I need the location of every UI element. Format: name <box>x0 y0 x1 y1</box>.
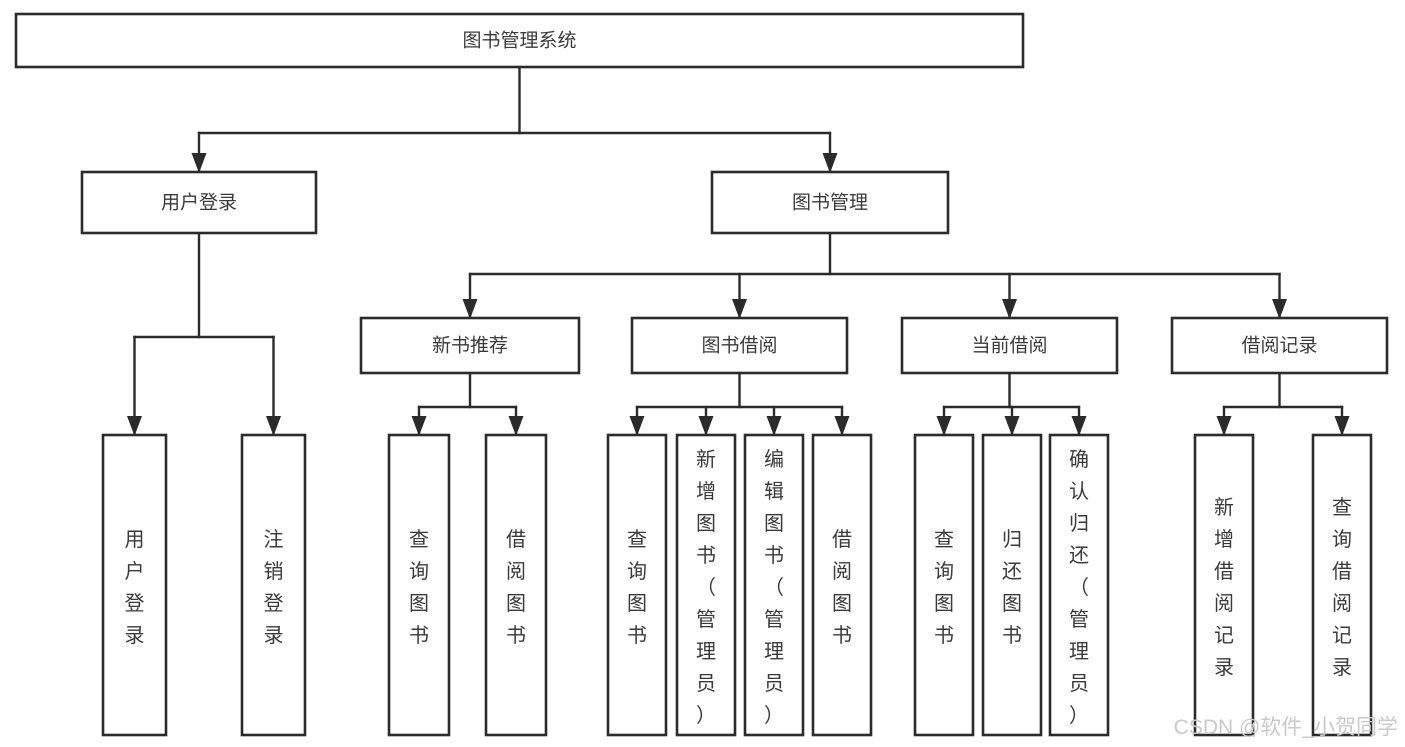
arrow-head-icon <box>936 416 952 436</box>
node-leaf-query-book-1[interactable]: 查询图书 <box>387 433 451 737</box>
node-label-leaf-return-book: 归还图书 <box>1002 528 1022 647</box>
node-leaf-add-book[interactable]: 新增图书（管理员） <box>675 433 737 737</box>
arrow-head-icon <box>1272 299 1287 319</box>
node-leaf-return-book[interactable]: 归还图书 <box>981 433 1043 737</box>
node-book-manage[interactable]: 图书管理 <box>710 170 950 235</box>
node-box-leaf-logout[interactable] <box>240 433 307 737</box>
node-box-leaf-user-login[interactable] <box>101 433 168 737</box>
arrow-head-icon <box>834 416 850 436</box>
node-label-leaf-borrow-book-1: 借阅图书 <box>506 528 526 647</box>
node-leaf-query-record[interactable]: 查询借阅记录 <box>1311 433 1373 737</box>
arrow-head-icon <box>191 153 207 173</box>
node-book-borrow[interactable]: 图书借阅 <box>630 316 849 375</box>
node-box-leaf-query-book-2[interactable] <box>606 433 668 737</box>
node-boxes-layer: 图书管理系统用户登录图书管理新书推荐图书借阅当前借阅借阅记录用户登录注销登录查询… <box>14 12 1389 737</box>
arrow-head-icon <box>462 299 478 319</box>
node-label-leaf-borrow-book-2: 借阅图书 <box>832 528 852 647</box>
node-label-leaf-logout: 注销登录 <box>264 528 284 647</box>
node-label-root: 图书管理系统 <box>462 30 576 52</box>
node-box-leaf-confirm-return[interactable] <box>1048 433 1110 737</box>
arrow-head-icon <box>766 416 782 436</box>
arrow-head-icon <box>1002 299 1017 319</box>
node-user-login[interactable]: 用户登录 <box>80 170 318 235</box>
node-leaf-logout[interactable]: 注销登录 <box>240 433 307 737</box>
node-label-user-login: 用户登录 <box>161 192 237 214</box>
arrow-head-icon <box>1216 416 1232 436</box>
node-leaf-query-book-3[interactable]: 查询图书 <box>913 433 975 737</box>
connectors-layer <box>127 65 1350 436</box>
arrow-head-icon <box>266 416 281 436</box>
node-box-leaf-add-book[interactable] <box>675 433 737 737</box>
watermark-label: CSDN @软件_小贺同学 <box>1174 716 1398 739</box>
node-label-borrow-record: 借阅记录 <box>1241 335 1317 357</box>
node-leaf-confirm-return[interactable]: 确认归还（管理员） <box>1048 433 1110 737</box>
node-box-leaf-edit-book[interactable] <box>743 433 805 737</box>
node-label-book-manage: 图书管理 <box>792 192 868 214</box>
arrow-head-icon <box>1071 416 1087 436</box>
arrow-head-icon <box>1004 416 1020 436</box>
node-current-borrow[interactable]: 当前借阅 <box>900 316 1119 375</box>
node-label-leaf-edit-book: 编辑图书（管理员） <box>764 448 784 727</box>
node-label-leaf-query-record: 查询借阅记录 <box>1332 496 1352 679</box>
node-box-leaf-query-book-1[interactable] <box>387 433 451 737</box>
node-leaf-query-book-2[interactable]: 查询图书 <box>606 433 668 737</box>
node-leaf-user-login[interactable]: 用户登录 <box>101 433 168 737</box>
node-leaf-add-record[interactable]: 新增借阅记录 <box>1193 433 1255 737</box>
node-box-leaf-query-record[interactable] <box>1311 433 1373 737</box>
node-borrow-record[interactable]: 借阅记录 <box>1170 316 1389 375</box>
arrow-head-icon <box>629 416 645 436</box>
node-box-root[interactable] <box>14 12 1025 69</box>
node-box-current-borrow[interactable] <box>900 316 1119 375</box>
node-label-leaf-confirm-return: 确认归还（管理员） <box>1069 448 1089 727</box>
node-box-new-book-recommend[interactable] <box>359 316 581 375</box>
node-box-book-borrow[interactable] <box>630 316 849 375</box>
arrow-head-icon <box>1334 416 1350 436</box>
arrow-head-icon <box>127 416 142 436</box>
node-label-leaf-add-record: 新增借阅记录 <box>1214 496 1234 679</box>
arrow-head-icon <box>508 416 524 436</box>
node-box-user-login[interactable] <box>80 170 318 235</box>
node-label-leaf-query-book-2: 查询图书 <box>627 528 647 647</box>
arrow-head-icon <box>732 299 747 319</box>
arrow-head-icon <box>411 416 427 436</box>
node-label-leaf-query-book-1: 查询图书 <box>409 528 429 647</box>
node-box-leaf-add-record[interactable] <box>1193 433 1255 737</box>
node-box-leaf-query-book-3[interactable] <box>913 433 975 737</box>
node-box-leaf-borrow-book-2[interactable] <box>811 433 873 737</box>
node-label-new-book-recommend: 新书推荐 <box>432 335 508 357</box>
node-label-leaf-add-book: 新增图书（管理员） <box>696 448 716 727</box>
node-label-book-borrow: 图书借阅 <box>701 335 777 357</box>
node-box-leaf-borrow-book-1[interactable] <box>484 433 548 737</box>
node-new-book-recommend[interactable]: 新书推荐 <box>359 316 581 375</box>
node-box-borrow-record[interactable] <box>1170 316 1389 375</box>
node-label-leaf-user-login: 用户登录 <box>125 529 145 647</box>
arrow-head-icon <box>822 153 838 173</box>
node-box-book-manage[interactable] <box>710 170 950 235</box>
node-root[interactable]: 图书管理系统 <box>14 12 1025 69</box>
node-box-leaf-return-book[interactable] <box>981 433 1043 737</box>
node-leaf-edit-book[interactable]: 编辑图书（管理员） <box>743 433 805 737</box>
node-leaf-borrow-book-1[interactable]: 借阅图书 <box>484 433 548 737</box>
node-leaf-borrow-book-2[interactable]: 借阅图书 <box>811 433 873 737</box>
node-label-current-borrow: 当前借阅 <box>971 335 1047 357</box>
arrow-head-icon <box>698 416 714 436</box>
node-label-leaf-query-book-3: 查询图书 <box>934 528 954 647</box>
